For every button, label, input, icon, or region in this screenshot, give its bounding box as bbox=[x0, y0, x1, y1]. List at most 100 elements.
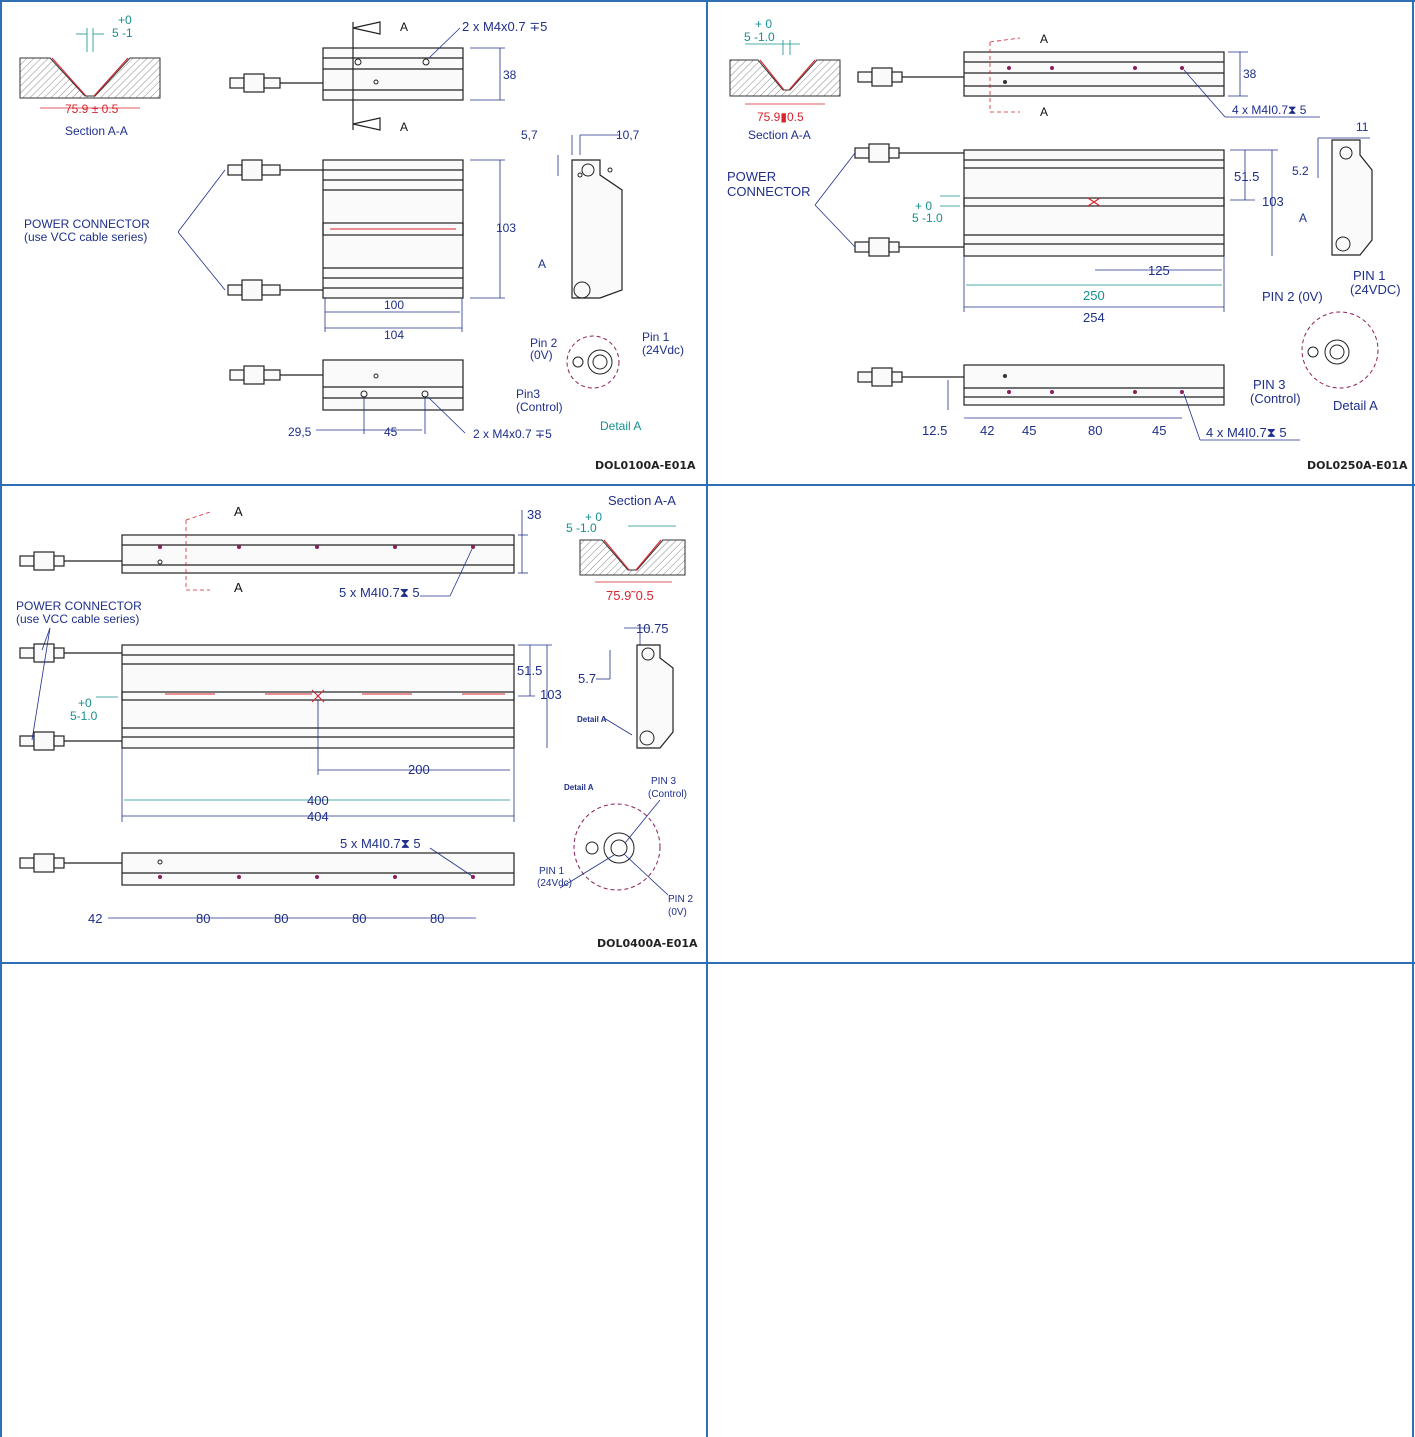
tol-top: +0 bbox=[118, 13, 132, 27]
inner-width: 250 bbox=[1083, 288, 1105, 303]
connector-label-2: CONNECTOR bbox=[727, 184, 811, 199]
depth-103: 103 bbox=[496, 221, 516, 235]
tol-bottom: 5 -1.0 bbox=[566, 521, 597, 535]
cut-label-bottom: A bbox=[234, 580, 243, 595]
tol-bottom: 5 -1 bbox=[112, 26, 133, 40]
section-a-a-3: Section A-A + 0 5 -1.0 75.9˜0.5 bbox=[566, 493, 686, 603]
slot-tol-top: + 0 bbox=[915, 199, 932, 213]
depth-103: 103 bbox=[1262, 194, 1284, 209]
detail-label: Detail A bbox=[600, 419, 641, 433]
tol-top: + 0 bbox=[755, 17, 772, 31]
pin1-b: (24Vdc) bbox=[537, 878, 572, 889]
detail-a-2: PIN 1 (24VDC) PIN 2 (0V) PIN 3 (Control)… bbox=[1250, 268, 1401, 413]
connector-label-2: (use VCC cable series) bbox=[16, 612, 139, 626]
slot-tol-top: +0 bbox=[78, 696, 92, 710]
section-dim: 75.9˜0.5 bbox=[606, 588, 654, 603]
top-view-2: A A 4 x M4I0.7⧗ 5 38 bbox=[857, 32, 1320, 119]
frame-left bbox=[0, 0, 2, 1437]
cut-label-top: A bbox=[400, 20, 408, 34]
pin2-a: PIN 2 bbox=[668, 894, 693, 905]
cut-label-bottom: A bbox=[1040, 105, 1048, 119]
outer-width: 404 bbox=[307, 809, 329, 824]
detail-ref: A bbox=[538, 257, 546, 271]
frame-row-2 bbox=[0, 962, 1415, 964]
top-view-3: A A 5 x M4I0.7⧗ 5 38 bbox=[19, 504, 541, 600]
drawing-code-1: DOL0100A-E01A bbox=[595, 459, 696, 472]
pin2: PIN 2 (0V) bbox=[1262, 289, 1323, 304]
cut-label-top: A bbox=[234, 504, 243, 519]
outer-width: 254 bbox=[1083, 310, 1105, 325]
section-a-a-1: +0 5 -1 75.9 ± 0.5 Section A-A bbox=[19, 13, 161, 138]
frame-row-1 bbox=[0, 484, 1415, 486]
height-38: 38 bbox=[503, 68, 517, 82]
pin1-a: Pin 1 bbox=[642, 330, 670, 344]
pin1-a: PIN 1 bbox=[1353, 268, 1386, 283]
detail-a-1: Pin 2 (0V) Pin 1 (24Vdc) Pin3 (Control) … bbox=[516, 330, 684, 433]
pin1-a: PIN 1 bbox=[539, 866, 564, 877]
connector-label-1: POWER CONNECTOR bbox=[16, 599, 142, 613]
bottom-dim-b: 45 bbox=[384, 425, 398, 439]
pin1-b: (24Vdc) bbox=[642, 343, 684, 357]
half-depth: 51.5 bbox=[1234, 169, 1259, 184]
side-view-3: 10.75 5.7 Detail A bbox=[577, 621, 674, 749]
pin3-b: (Control) bbox=[648, 789, 687, 800]
side-view-2: 11 5.2 A bbox=[1292, 120, 1373, 256]
pin2-b: (0V) bbox=[530, 348, 553, 362]
side-dim-b: 10,7 bbox=[616, 128, 640, 142]
panel-dol0100a: +0 5 -1 75.9 ± 0.5 Section A-A A A 2 x M… bbox=[19, 13, 696, 472]
detail-a-3: Detail A PIN 3 (Control) PIN 1 (24Vdc) P… bbox=[537, 776, 693, 918]
pin3-a: PIN 3 bbox=[651, 776, 676, 787]
drawing-code-2: DOL0250A-E01A bbox=[1307, 459, 1408, 472]
cut-label-top: A bbox=[1040, 32, 1048, 46]
thread-bottom: 2 x M4x0.7 ∓5 bbox=[473, 427, 552, 441]
dim-12-5: 12.5 bbox=[922, 423, 947, 438]
inner-width: 400 bbox=[307, 793, 329, 808]
bottom-view-3: 5 x M4I0.7⧗ 5 42 80 80 80 80 bbox=[19, 836, 515, 926]
half-width: 125 bbox=[1148, 263, 1170, 278]
detail-ref: A bbox=[1299, 211, 1307, 225]
panel-dol0250a: + 0 5 -1.0 75.9▮0.5 Section A-A A A 4 x … bbox=[727, 17, 1408, 472]
pin2-a: Pin 2 bbox=[530, 336, 558, 350]
spacing-1: 80 bbox=[196, 911, 210, 926]
side-dim-b: 10.75 bbox=[636, 621, 669, 636]
tol-bottom: 5 -1.0 bbox=[744, 30, 775, 44]
front-view-2: POWER CONNECTOR + 0 5 -1.0 51.5 103 125 … bbox=[727, 143, 1284, 325]
thread-top: 5 x M4I0.7⧗ 5 bbox=[339, 585, 420, 600]
cut-label-bottom: A bbox=[400, 120, 408, 134]
spacing-4: 80 bbox=[430, 911, 444, 926]
side-dim-a: 5.7 bbox=[578, 671, 596, 686]
side-dim-a: 5,7 bbox=[521, 128, 538, 142]
front-view-1: 103 100 104 POWER CONNECTOR (use VCC cab… bbox=[24, 159, 516, 342]
thread-bottom: 4 x M4I0.7⧗ 5 bbox=[1206, 425, 1287, 440]
detail-ref: Detail A bbox=[577, 715, 607, 724]
spacing-3: 80 bbox=[352, 911, 366, 926]
thread-top: 4 x M4I0.7⧗ 5 bbox=[1232, 103, 1307, 117]
spacing-2: 80 bbox=[1088, 423, 1102, 438]
panel-dol0400a: A A 5 x M4I0.7⧗ 5 38 Section A-A + 0 5 -… bbox=[16, 493, 698, 950]
top-view-1: A A 2 x M4x0.7 ∓5 38 bbox=[229, 19, 547, 134]
pin3-b: (Control) bbox=[1250, 391, 1301, 406]
half-width: 200 bbox=[408, 762, 430, 777]
side-dim-b: 5.2 bbox=[1292, 164, 1309, 178]
bottom-view-1: 29,5 45 2 x M4x0.7 ∓5 bbox=[229, 359, 552, 441]
tol-top: + 0 bbox=[585, 510, 602, 524]
side-dim-a: 11 bbox=[1356, 120, 1369, 134]
bottom-view-2: 12.5 42 45 80 45 4 x M4I0.7⧗ 5 bbox=[857, 364, 1300, 441]
frame-middle-vertical bbox=[706, 0, 708, 1437]
section-label: Section A-A bbox=[608, 493, 676, 508]
slot-tol-bottom: 5-1.0 bbox=[70, 709, 98, 723]
spacing-0: 42 bbox=[980, 423, 994, 438]
section-dim: 75.9▮0.5 bbox=[757, 110, 804, 124]
detail-label: Detail A bbox=[564, 783, 594, 792]
section-a-a-2: + 0 5 -1.0 75.9▮0.5 Section A-A bbox=[729, 17, 841, 142]
connector-label-1: POWER bbox=[727, 169, 776, 184]
section-dim: 75.9 ± 0.5 bbox=[65, 102, 119, 116]
height-38: 38 bbox=[1243, 67, 1257, 81]
frame-right bbox=[1412, 0, 1414, 1437]
spacing-0: 42 bbox=[88, 911, 102, 926]
connector-label-1: POWER CONNECTOR bbox=[24, 217, 150, 231]
pin3-a: PIN 3 bbox=[1253, 377, 1286, 392]
section-label: Section A-A bbox=[748, 128, 811, 142]
spacing-2: 80 bbox=[274, 911, 288, 926]
